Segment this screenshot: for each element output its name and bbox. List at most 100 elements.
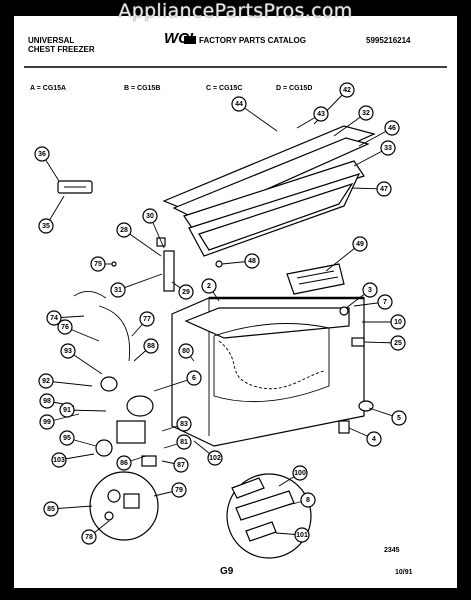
callout-36: 36 [34,146,50,162]
callout-88: 88 [143,338,159,354]
callout-label-99: 99 [43,419,51,426]
callout-label-74: 74 [50,315,58,322]
callout-95: 95 [59,430,75,446]
cabinet [171,296,365,447]
callout-label-102: 102 [209,455,221,462]
lid-assembly [162,125,376,257]
catalog-date: 10/91 [395,569,413,576]
callout-label-92: 92 [42,378,50,385]
callout-102: 102 [207,450,223,466]
callout-32: 32 [358,105,374,121]
callout-98: 98 [39,393,55,409]
callout-label-87: 87 [177,462,185,469]
callout-label-95: 95 [63,435,71,442]
callout-85: 85 [43,501,59,517]
callout-label-10: 10 [394,319,402,326]
callout-103: 103 [51,452,67,468]
callout-28: 28 [116,222,132,238]
callout-5: 5 [391,410,407,426]
leader-line-44 [238,103,278,132]
callout-42: 42 [339,82,355,98]
callout-100: 100 [292,465,308,481]
compressor-group [73,291,157,467]
callout-label-78: 78 [85,534,93,541]
callout-label-76: 76 [61,324,69,331]
drawing-code: 2345 [384,547,400,554]
callout-label-42: 42 [343,87,351,94]
callout-78: 78 [81,529,97,545]
callout-label-7: 7 [383,299,387,306]
callout-label-43: 43 [317,111,325,118]
callout-label-75: 75 [94,261,102,268]
callout-label-32: 32 [362,110,370,117]
callout-label-103: 103 [53,457,65,464]
callout-44: 44 [231,96,247,112]
callout-label-49: 49 [356,241,364,248]
callout-7: 7 [377,294,393,310]
callout-75: 75 [90,256,106,272]
callout-label-86: 86 [120,460,128,467]
callout-label-30: 30 [146,213,154,220]
callout-79: 79 [171,482,187,498]
callout-label-6: 6 [192,375,196,382]
callout-label-100: 100 [294,470,306,477]
callout-label-47: 47 [380,186,388,193]
detail-parts-right [231,477,295,542]
callout-label-44: 44 [235,101,243,108]
brand-line-1: UNIVERSAL [28,36,75,45]
small-part-5 [358,400,374,412]
callout-46: 46 [384,120,400,136]
callout-49: 49 [352,236,368,252]
small-part-3 [339,306,349,316]
callout-label-8: 8 [306,497,310,504]
model-d: D = CG15D [276,85,313,92]
callout-label-33: 33 [384,145,392,152]
small-part-4 [338,420,350,434]
callout-label-98: 98 [43,398,51,405]
callout-101: 101 [294,527,310,543]
callout-81: 81 [176,434,192,450]
callout-label-101: 101 [296,532,308,539]
callout-33: 33 [380,140,396,156]
callout-label-31: 31 [114,287,122,294]
callout-label-80: 80 [182,348,190,355]
callout-label-3: 3 [368,287,372,294]
callout-86: 86 [116,455,132,471]
callout-83: 83 [176,416,192,432]
callout-8: 8 [300,492,316,508]
callout-label-85: 85 [47,506,55,513]
callout-30: 30 [142,208,158,224]
callout-99: 99 [39,414,55,430]
callout-76: 76 [57,319,73,335]
callout-87: 87 [173,457,189,473]
callout-6: 6 [186,370,202,386]
leader-line-31 [117,273,163,291]
callout-91: 91 [59,402,75,418]
detail-parts-left [104,489,140,521]
callout-label-48: 48 [248,258,256,265]
callout-label-79: 79 [175,487,183,494]
callout-label-4: 4 [372,436,376,443]
callout-29: 29 [178,284,194,300]
small-part-25 [351,337,365,347]
callout-47: 47 [376,181,392,197]
callout-label-91: 91 [63,407,71,414]
callout-3: 3 [362,282,378,298]
logo-mark-icon [184,36,196,44]
brand-line-2: CHEST FREEZER [28,45,95,54]
wire-basket [286,263,345,295]
callout-4: 4 [366,431,382,447]
catalog-title: FACTORY PARTS CATALOG [199,36,306,45]
callout-35: 35 [38,218,54,234]
callout-label-88: 88 [147,343,155,350]
callout-2: 2 [201,278,217,294]
model-a: A = CG15A [30,85,67,92]
callout-label-83: 83 [180,421,188,428]
parts-diagram-sheet: UNIVERSAL CHEST FREEZER WCI FACTORY PART… [14,16,457,588]
page-label: G9 [220,566,234,577]
callout-92: 92 [38,373,54,389]
callout-10: 10 [390,314,406,330]
callout-93: 93 [60,343,76,359]
